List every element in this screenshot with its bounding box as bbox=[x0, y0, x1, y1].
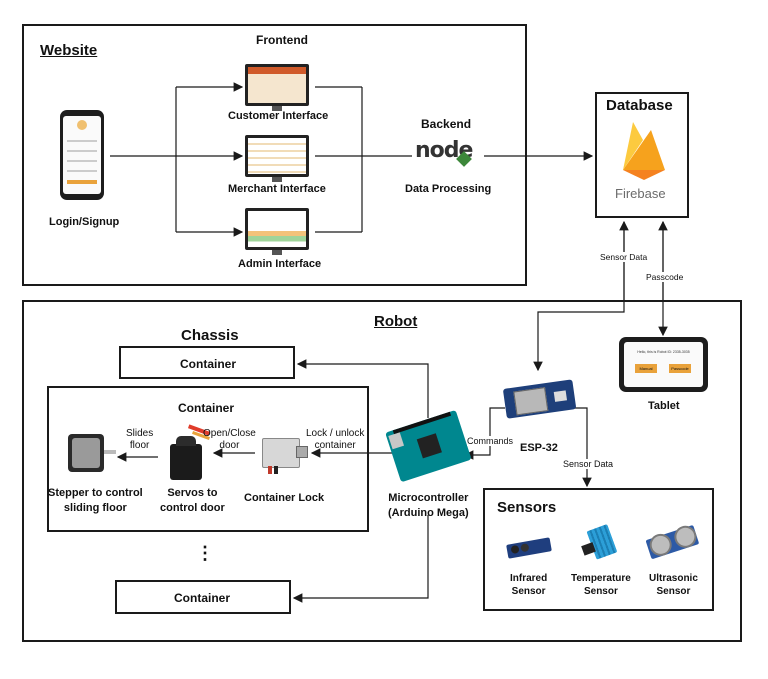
robot-title: Robot bbox=[374, 313, 418, 330]
phone-image bbox=[60, 110, 104, 200]
container-inner-label: Container bbox=[178, 401, 235, 415]
stepper-motor-image bbox=[62, 430, 117, 476]
nodejs-logo: node bbox=[413, 138, 483, 167]
customer-interface-label: Customer Interface bbox=[228, 110, 329, 122]
website-box bbox=[22, 24, 527, 286]
website-title: Website bbox=[40, 42, 98, 59]
tablet-passcode-button[interactable]: Passcode bbox=[669, 364, 691, 373]
servo-image bbox=[162, 424, 212, 484]
commands-label: Commands bbox=[467, 436, 514, 446]
ultrasonic-label: Ultrasonic Sensor bbox=[649, 573, 698, 597]
servos-label: Servos to control door bbox=[160, 487, 225, 514]
robot-box bbox=[22, 300, 742, 642]
firebase-logo-icon bbox=[621, 118, 667, 185]
firebase-label: Firebase bbox=[615, 186, 666, 201]
container-bottom-label: Container bbox=[174, 591, 231, 605]
sensor-data-up-label: Sensor Data bbox=[600, 252, 648, 262]
ellipsis: ⋮ bbox=[196, 543, 214, 563]
temperature-label: Temperature Sensor bbox=[571, 573, 631, 597]
tablet-screen-text: Hello, this is Robot ID: 2335-3035 bbox=[637, 350, 690, 354]
container-bottom-box bbox=[115, 580, 291, 614]
container-lock-label: Container Lock bbox=[244, 492, 325, 504]
container-inner-box bbox=[47, 386, 369, 532]
tablet-manual-button[interactable]: Manual bbox=[635, 364, 657, 373]
database-box bbox=[595, 92, 689, 218]
tablet-label: Tablet bbox=[648, 400, 680, 412]
sensor-data-down-label: Sensor Data bbox=[563, 459, 614, 469]
merchant-interface-label: Merchant Interface bbox=[228, 183, 326, 195]
backend-title: Backend bbox=[421, 117, 472, 131]
slides-floor-label: Slides floor bbox=[126, 428, 154, 451]
container-lock-image bbox=[258, 432, 308, 474]
tablet-image: Hello, this is Robot ID: 2335-3035 Manua… bbox=[619, 337, 708, 392]
sensors-box bbox=[483, 488, 714, 611]
microcontroller-label: Microcontroller (Arduino Mega) bbox=[388, 492, 469, 519]
lock-unlock-label: Lock / unlock container bbox=[306, 428, 365, 451]
open-close-label: Open/Close door bbox=[203, 428, 256, 451]
database-title: Database bbox=[606, 97, 673, 114]
frontend-label: Frontend bbox=[256, 33, 308, 47]
login-label: Login/Signup bbox=[49, 216, 120, 228]
data-processing-label: Data Processing bbox=[405, 183, 492, 195]
admin-interface-label: Admin Interface bbox=[238, 258, 322, 270]
container-top-label: Container bbox=[180, 357, 237, 371]
chassis-title: Chassis bbox=[181, 327, 239, 344]
passcode-label: Passcode bbox=[646, 272, 684, 282]
stepper-label: Stepper to control sliding floor bbox=[48, 487, 143, 514]
container-top-box bbox=[119, 346, 295, 379]
sensors-title: Sensors bbox=[497, 499, 557, 516]
infrared-label: Infrared Sensor bbox=[510, 573, 548, 597]
esp32-label: ESP-32 bbox=[520, 442, 558, 454]
